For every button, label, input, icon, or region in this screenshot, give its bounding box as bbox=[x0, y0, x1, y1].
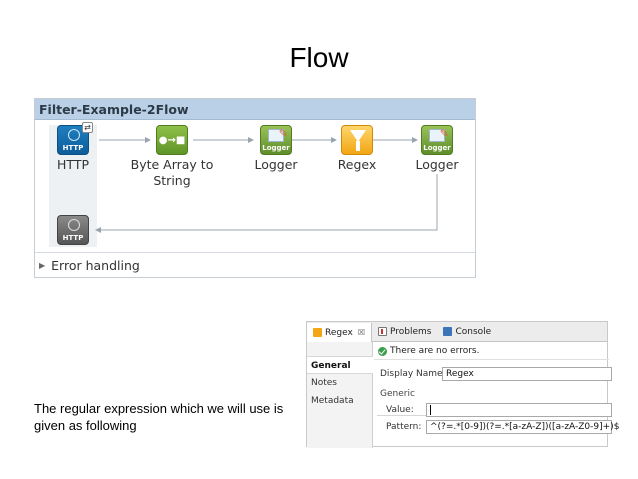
arrowhead-3 bbox=[331, 137, 337, 143]
value-label: Value: bbox=[386, 405, 414, 415]
properties-nav: General Notes Metadata bbox=[307, 342, 373, 448]
error-handling-label: Error handling bbox=[51, 257, 140, 273]
flow-node-byte-array-to-string[interactable]: ●→■ Byte Array to String bbox=[124, 125, 220, 189]
display-name-label: Display Name: bbox=[380, 369, 446, 379]
flow-body: HTTP ⇄ HTTP ●→■ Byte Array to String ✎ L… bbox=[35, 120, 475, 252]
node-label: Regex bbox=[337, 157, 377, 172]
regex-filter-icon bbox=[341, 125, 373, 155]
tab-label: Regex bbox=[325, 327, 353, 338]
generic-group-label: Generic bbox=[378, 389, 417, 399]
flow-canvas: Filter-Example-2Flow HTTP bbox=[34, 98, 476, 278]
nav-item-general[interactable]: General bbox=[307, 356, 373, 374]
logger-icon: ✎ Logger bbox=[260, 125, 292, 155]
tab-console[interactable]: Console bbox=[437, 322, 497, 341]
response-connector bbox=[101, 174, 438, 231]
http-endpoint-icon: HTTP ⇄ bbox=[57, 122, 93, 155]
divider bbox=[374, 359, 609, 360]
two-way-badge-icon: ⇄ bbox=[82, 122, 93, 133]
slide-caption: The regular expression which we will use… bbox=[34, 401, 284, 433]
node-label: Logger bbox=[254, 157, 298, 172]
tab-regex[interactable]: Regex ☒ bbox=[307, 323, 372, 342]
tab-problems[interactable]: Problems bbox=[372, 322, 437, 341]
flow-node-http-response[interactable]: HTTP bbox=[57, 215, 89, 245]
arrowhead-4 bbox=[412, 137, 418, 143]
validation-status: There are no errors. bbox=[378, 346, 479, 356]
node-label: HTTP bbox=[57, 157, 89, 172]
flow-node-http[interactable]: HTTP ⇄ HTTP bbox=[51, 122, 95, 173]
view-tabs: Regex ☒ Problems Console bbox=[307, 322, 607, 342]
properties-content: There are no errors. Display Name: Regex… bbox=[374, 342, 619, 448]
tab-label: Problems bbox=[389, 326, 432, 337]
check-icon bbox=[378, 346, 387, 356]
flow-node-regex[interactable]: Regex bbox=[324, 125, 390, 173]
nav-item-metadata[interactable]: Metadata bbox=[311, 396, 354, 406]
value-field[interactable] bbox=[426, 403, 612, 417]
expand-triangle-icon[interactable]: ▶ bbox=[39, 260, 46, 270]
flow-name[interactable]: Filter-Example-2Flow bbox=[35, 99, 475, 120]
slide-title: Flow bbox=[289, 42, 349, 73]
regex-tab-icon bbox=[313, 328, 322, 337]
logger-icon: ✎ Logger bbox=[421, 125, 453, 155]
node-label: Logger bbox=[415, 157, 459, 172]
byte-array-transformer-icon: ●→■ bbox=[156, 125, 188, 155]
nav-item-notes[interactable]: Notes bbox=[311, 378, 337, 388]
arrowhead-response bbox=[95, 227, 101, 233]
error-handling-section[interactable]: ▶ Error handling bbox=[35, 252, 475, 277]
problems-icon bbox=[377, 327, 387, 336]
flow-node-logger-2[interactable]: ✎ Logger Logger bbox=[404, 125, 470, 173]
properties-panel: Regex ☒ Problems Console General Notes M… bbox=[306, 321, 619, 448]
display-name-field[interactable]: Regex bbox=[442, 367, 612, 381]
pattern-field[interactable]: ^(?=.*[0-9])(?=.*[a-zA-Z])([a-zA-Z0-9]+)… bbox=[426, 420, 619, 434]
close-tab-icon[interactable]: ☒ bbox=[357, 328, 365, 337]
tab-label: Console bbox=[455, 326, 492, 337]
pattern-label: Pattern: bbox=[386, 422, 422, 432]
status-text: There are no errors. bbox=[390, 346, 480, 356]
arrowhead-2 bbox=[248, 137, 254, 143]
node-label: Byte Array to String bbox=[130, 157, 214, 188]
http-response-icon: HTTP bbox=[57, 215, 89, 245]
flow-node-logger-1[interactable]: ✎ Logger Logger bbox=[243, 125, 309, 173]
arrowhead-1 bbox=[145, 137, 151, 143]
console-icon bbox=[443, 327, 453, 336]
